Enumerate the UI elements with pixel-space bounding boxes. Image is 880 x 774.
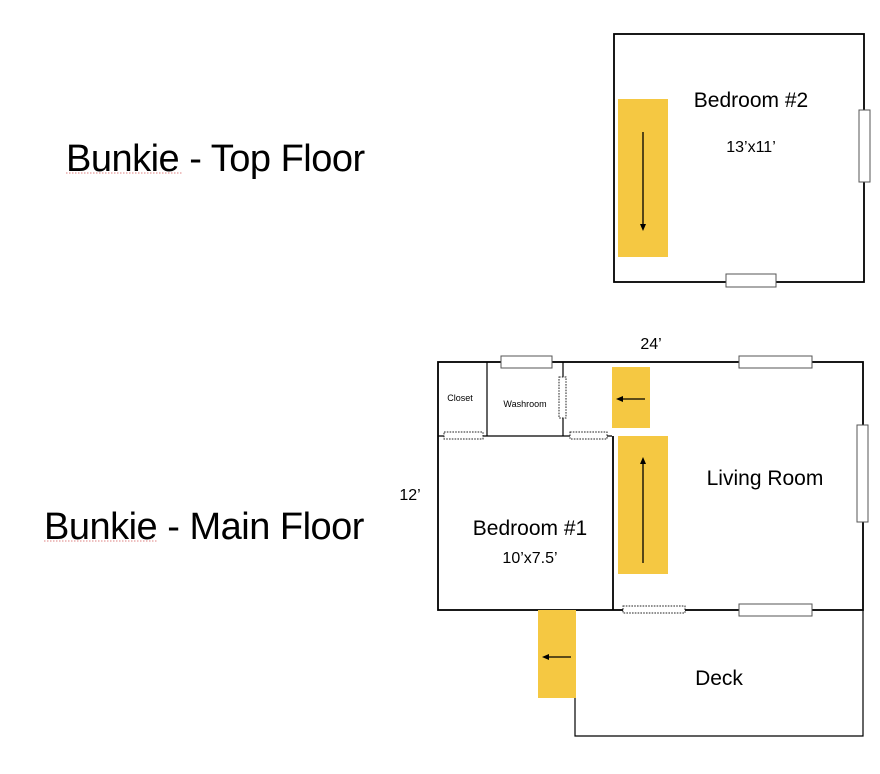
- width-dimension: 24’: [640, 336, 661, 353]
- washroom-door-bedroom: [569, 431, 608, 440]
- depth-dimension: 12’: [399, 487, 420, 504]
- deck-stair: [538, 610, 576, 698]
- closet-door: [443, 431, 484, 440]
- washroom-door-side: [558, 376, 567, 419]
- bedroom1-label: Bedroom #1: [473, 517, 587, 540]
- top-floor-plan: Bedroom #2 13’x11’: [613, 33, 871, 288]
- living-window-right: [856, 424, 869, 523]
- main-floor-plan: Closet Washroom Bedroom #1 10’x7.5’ Livi…: [399, 336, 869, 737]
- bedroom2-size: 13’x11’: [726, 139, 776, 156]
- deck-label: Deck: [695, 667, 743, 690]
- bedroom1-size: 10’x7.5’: [502, 550, 557, 567]
- living-window-top: [738, 355, 813, 369]
- living-room-label: Living Room: [707, 467, 824, 490]
- stair-landing: [612, 367, 650, 428]
- washroom-window: [500, 355, 553, 369]
- bedroom2-window-right: [858, 109, 871, 183]
- bedroom2-label: Bedroom #2: [694, 89, 808, 112]
- washroom-label: Washroom: [503, 399, 546, 409]
- closet-label: Closet: [447, 393, 473, 403]
- deck-door: [622, 605, 686, 614]
- bedroom2-window-bottom: [725, 273, 777, 288]
- living-window-bottom: [738, 603, 813, 617]
- main-floor-title: Bunkie - Main Floor: [44, 506, 365, 548]
- top-floor-title: Bunkie - Top Floor: [66, 138, 366, 180]
